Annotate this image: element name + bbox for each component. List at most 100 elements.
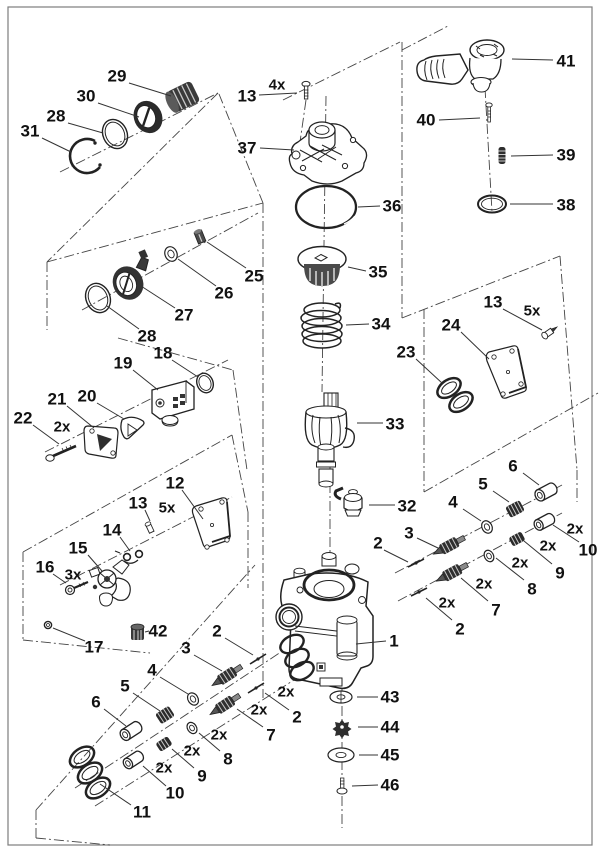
- part-14-clip: [114, 549, 144, 564]
- callout-label-15: 15: [69, 539, 88, 558]
- zone-border-line: [282, 41, 401, 101]
- part-11-gasket: [68, 745, 112, 800]
- part-2-needle-left-upper: [249, 653, 267, 665]
- callout-leader-24: [460, 331, 490, 360]
- part-44-star-nut: [332, 719, 352, 739]
- part-27-valve: [112, 249, 149, 300]
- callout-leader-4: [159, 676, 189, 695]
- qty-label-2x: 2x: [439, 595, 456, 612]
- callout-leader-8: [495, 557, 525, 581]
- qty-label-2x: 2x: [211, 727, 228, 744]
- callout-label-7: 7: [266, 726, 275, 745]
- callout-label-8: 8: [527, 580, 536, 599]
- callout-leader-37: [259, 147, 295, 151]
- callout-leader-2: [264, 692, 290, 711]
- part-10-cap-left: [122, 750, 145, 770]
- callout-label-44: 44: [381, 718, 400, 737]
- axis-line: [59, 92, 219, 173]
- part-39-spring-small: [498, 147, 506, 164]
- callout-label-13: 13: [129, 494, 148, 513]
- part-34-spring: [300, 302, 343, 349]
- callout-leader-4: [462, 508, 482, 522]
- part-8-washer-left: [186, 721, 198, 735]
- part-43-washer: [329, 690, 353, 704]
- callout-leader-39: [510, 154, 554, 157]
- qty-label-2x: 2x: [476, 576, 493, 593]
- callout-label-30: 30: [77, 87, 96, 106]
- zone-border-line: [423, 392, 599, 493]
- callout-label-19: 19: [114, 354, 133, 373]
- callout-label-37: 37: [238, 139, 257, 158]
- callout-leader-21: [66, 405, 95, 429]
- callout-leader-12: [181, 489, 204, 520]
- part-13-screw-right: [541, 326, 559, 340]
- callout-label-5: 5: [120, 677, 129, 696]
- qty-label-4x: 4x: [269, 77, 286, 94]
- part-7-jet-left: [209, 692, 242, 716]
- callout-label-17: 17: [85, 638, 104, 657]
- callout-label-40: 40: [417, 111, 436, 130]
- callout-leader-10: [142, 765, 167, 787]
- callout-leader-35: [347, 266, 367, 272]
- callout-label-41: 41: [557, 52, 576, 71]
- axis-line: [397, 512, 563, 602]
- callout-label-43: 43: [381, 688, 400, 707]
- callout-label-8: 8: [223, 750, 232, 769]
- qty-label-2x: 2x: [567, 521, 584, 538]
- callout-label-9: 9: [197, 767, 206, 786]
- callout-label-4: 4: [448, 493, 458, 512]
- callout-leader-14: [119, 536, 131, 552]
- callout-label-26: 26: [215, 284, 234, 303]
- part-25-fitting: [193, 229, 207, 245]
- part-8-washer-right: [483, 549, 495, 563]
- callout-label-9: 9: [555, 564, 564, 583]
- callout-leader-26: [177, 258, 217, 287]
- callout-label-16: 16: [36, 558, 55, 577]
- part-23-gasket: [436, 376, 474, 414]
- callout-leader-9: [171, 748, 195, 769]
- callout-label-46: 46: [381, 776, 400, 795]
- callout-leader-2: [383, 549, 409, 563]
- callout-label-22: 22: [14, 409, 33, 428]
- part-28-oring-top: [101, 118, 129, 150]
- callout-leader-34: [345, 323, 370, 326]
- callout-leader-1: [355, 640, 387, 645]
- callout-label-11: 11: [133, 803, 151, 822]
- part-12-cover-plate: [191, 497, 231, 550]
- part-37-pump-cover: [288, 121, 368, 185]
- zone-border-line: [218, 93, 264, 204]
- callout-leader-29: [128, 82, 172, 97]
- callout-label-32: 32: [398, 497, 417, 516]
- callout-leader-19: [132, 369, 159, 391]
- callout-leader-13: [502, 308, 543, 331]
- callout-leader-42: [144, 630, 150, 633]
- callout-leader-25: [206, 241, 247, 269]
- part-9-spring-left: [156, 736, 172, 752]
- callout-label-13: 13: [238, 87, 257, 106]
- callout-leader-22: [32, 424, 60, 445]
- callout-label-18: 18: [154, 344, 173, 363]
- part-21-flange-plate: [83, 425, 119, 459]
- callout-label-6: 6: [508, 457, 517, 476]
- part-38-oring: [477, 194, 507, 214]
- callout-leader-13: [258, 92, 298, 96]
- axis-line: [394, 484, 563, 574]
- qty-label-2x: 2x: [184, 743, 201, 760]
- callout-label-5: 5: [478, 475, 487, 494]
- callout-label-36: 36: [383, 197, 402, 216]
- part-33-rotor: [304, 392, 355, 488]
- callout-leader-18: [171, 359, 199, 378]
- zone-border-line: [46, 92, 219, 263]
- part-16-screw: [64, 580, 89, 596]
- callout-label-2: 2: [292, 708, 301, 727]
- callout-label-12: 12: [166, 474, 185, 493]
- callout-label-3: 3: [181, 639, 190, 658]
- callout-label-42: 42: [149, 622, 168, 641]
- axis-line: [483, 69, 493, 213]
- callout-leader-3: [416, 537, 439, 549]
- qty-label-2x: 2x: [156, 760, 173, 777]
- part-31-snap-ring: [68, 137, 102, 175]
- callout-leader-7: [460, 577, 489, 602]
- callout-leader-6: [103, 708, 127, 727]
